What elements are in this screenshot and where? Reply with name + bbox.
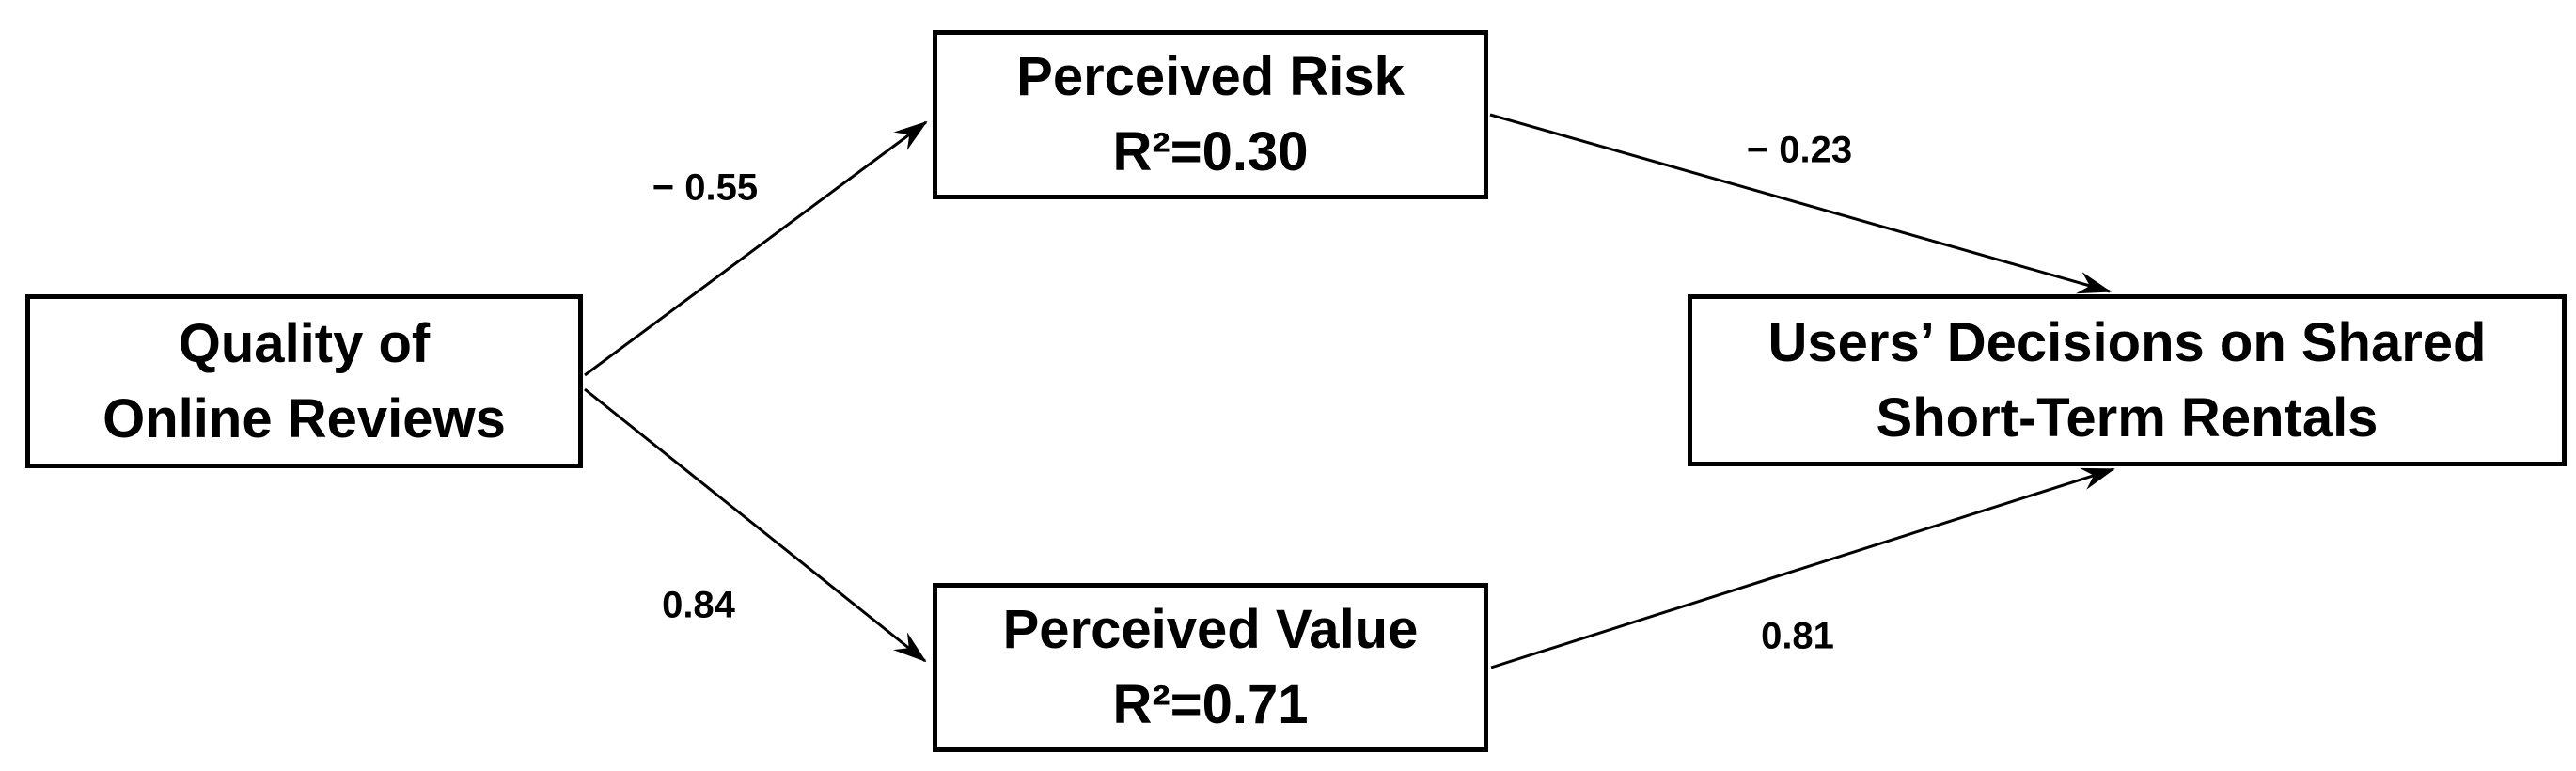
node-line: Users’ Decisions on Shared [1767, 311, 2487, 373]
node-r-squared: R²=0.71 [1112, 674, 1309, 735]
node-line: Perceived Risk [1016, 46, 1405, 107]
arrow-quality-to-value [584, 387, 927, 663]
edge-label-quality-to-value: 0.84 [662, 584, 735, 626]
arrow-risk-to-decisions [1489, 113, 2112, 294]
edge-label-risk-to-decisions: − 0.23 [1746, 129, 1853, 171]
node-line: Perceived Value [1002, 599, 1419, 660]
node-users-decisions: Users’ Decisions on Shared Short-Term Re… [1688, 294, 2567, 466]
node-line: Online Reviews [102, 387, 506, 449]
edge-label-value-to-decisions: 0.81 [1761, 615, 1834, 657]
node-line: Quality of [178, 312, 431, 374]
arrow-value-to-decisions [1490, 467, 2115, 669]
arrow-quality-to-risk [584, 120, 928, 377]
node-line: Short-Term Rentals [1876, 386, 2379, 448]
edge-label-quality-to-risk: − 0.55 [652, 166, 759, 209]
node-quality-of-online-reviews: Quality of Online Reviews [25, 294, 583, 468]
node-perceived-value: Perceived Value R²=0.71 [933, 583, 1488, 752]
node-r-squared: R²=0.30 [1112, 121, 1309, 182]
node-perceived-risk: Perceived Risk R²=0.30 [933, 30, 1488, 199]
